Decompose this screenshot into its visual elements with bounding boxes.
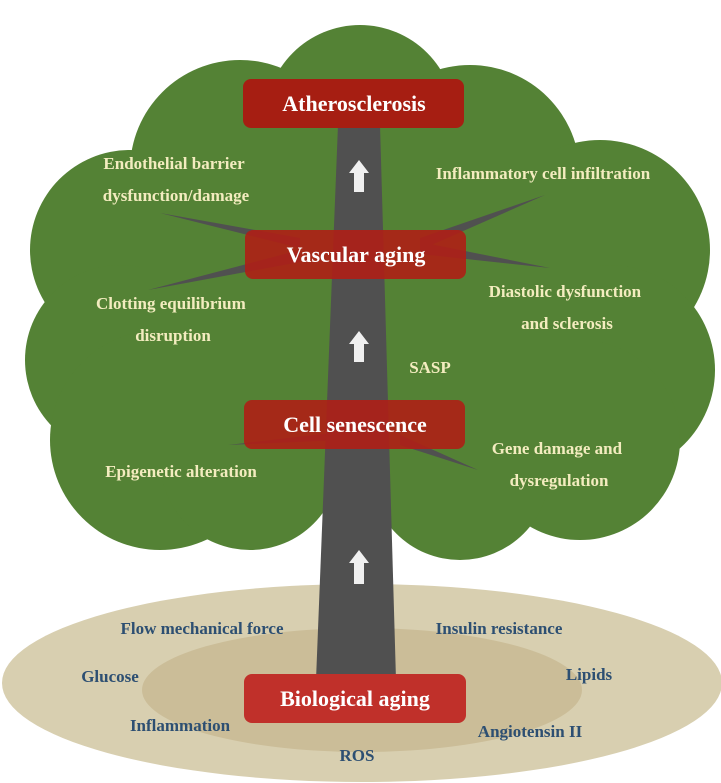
node-atherosclerosis-box xyxy=(243,79,464,128)
node-vascular-aging-box xyxy=(245,230,466,279)
node-biological-aging-label: Biological aging xyxy=(280,686,430,711)
label-ros: ROS xyxy=(340,746,375,765)
node-vascular-aging-label: Vascular aging xyxy=(287,242,426,267)
label-angiotensin-ii: Angiotensin II xyxy=(478,722,583,741)
label-diastolic: Diastolic dysfunction and sclerosis xyxy=(489,282,646,333)
label-gene: Gene damage and dysregulation xyxy=(492,439,627,490)
label-glucose: Glucose xyxy=(81,667,139,686)
label-insulin-resistance: Insulin resistance xyxy=(436,619,563,638)
label-sasp: SASP xyxy=(409,358,451,377)
node-biological-aging-box xyxy=(244,674,466,723)
arrow-up-icon xyxy=(349,331,369,362)
arrow-up-icon xyxy=(349,160,369,192)
label-inflammatory: Inflammatory cell infiltration xyxy=(436,164,651,183)
label-epigenetic: Epigenetic alteration xyxy=(105,462,257,481)
node-cell-senescence-label: Cell senescence xyxy=(283,412,427,437)
node-cell-senescence-box xyxy=(244,400,465,449)
node-atherosclerosis-label: Atherosclerosis xyxy=(282,91,426,116)
label-lipids: Lipids xyxy=(566,665,613,684)
label-flow-mechanical-force: Flow mechanical force xyxy=(120,619,283,638)
arrow-up-icon xyxy=(349,550,369,584)
label-endothelial: Endothelial barrier dysfunction/damage xyxy=(103,154,250,205)
label-clotting: Clotting equilibrium disruption xyxy=(96,294,250,345)
label-inflammation: Inflammation xyxy=(130,716,231,735)
